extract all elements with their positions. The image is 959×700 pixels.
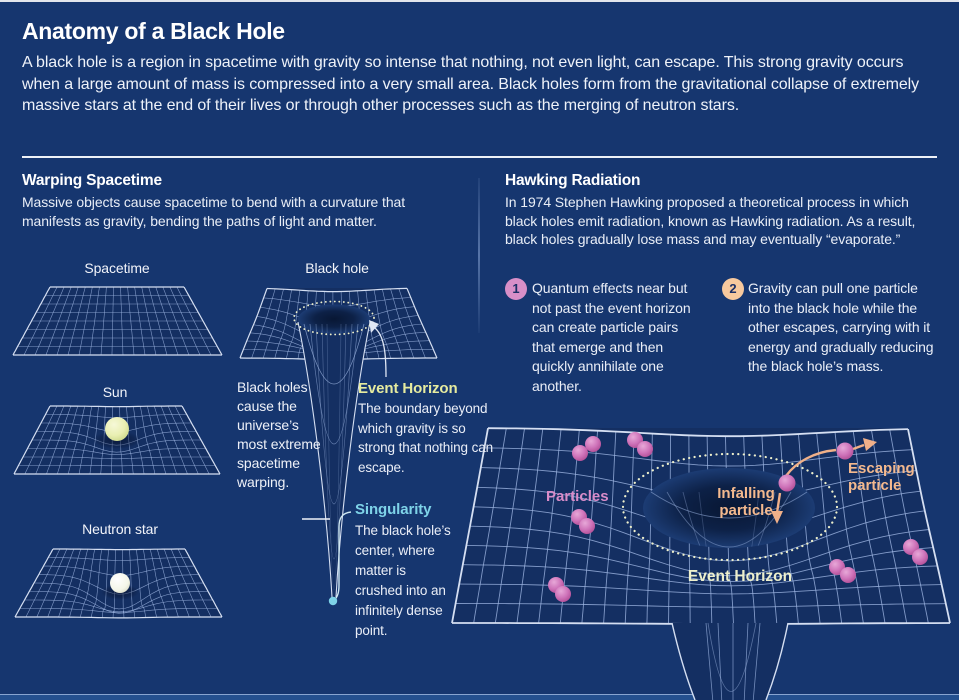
header-divider [22,156,937,158]
event-horizon-body: The boundary beyond which gravity is so … [358,401,494,475]
infalling-particle [778,474,796,492]
singularity-title: Singularity [355,501,432,518]
particle [840,567,856,583]
black-hole-caption: Black holes cause the universe’s most ex… [237,379,321,490]
event-horizon-pointer-line [374,327,387,378]
hawking-funnel-neck [672,623,788,700]
particles-label: Particles [546,488,609,505]
event-horizon-pointer-arrowhead [369,320,379,333]
point-2-text: Gravity can pull one particle into the b… [748,280,934,374]
particle [572,445,588,461]
hawking-hole-mouth [643,468,815,548]
event-horizon-ring-left [293,300,375,336]
intro-text: A black hole is a region in spacetime wi… [22,54,920,114]
infall-arrow [775,492,782,514]
particle [912,549,928,565]
spacetime-label: Spacetime [84,260,150,276]
singularity-dot [328,596,338,606]
escaping-particle-label: Escaping particle [848,460,915,494]
spacetime-grid [12,286,223,356]
black-hole-label: Black hole [305,260,369,276]
particle [829,559,845,575]
black-hole-funnel [298,322,370,597]
column-divider [478,178,480,333]
event-horizon-ring [621,452,839,562]
point-1-number: 1 [512,281,520,296]
page-title: Anatomy of a Black Hole [22,18,285,44]
infall-arrowhead [771,511,783,524]
sun-sphere [105,417,129,441]
escape-arrowhead [863,438,877,451]
footer-bar [0,694,959,700]
neutron-star-sphere [110,573,130,593]
black-hole-mouth [298,304,370,334]
top-edge-strip [0,0,959,2]
warping-heading: Warping Spacetime [22,172,162,189]
point-2-badge: 2 [722,278,744,300]
sun-label: Sun [102,384,128,400]
particle [637,441,653,457]
event-horizon-title: Event Horizon [358,380,458,397]
point-1-text: Quantum effects near but not past the ev… [532,280,691,394]
singularity-body: The black hole’s center, where matter is… [355,523,451,638]
particle [555,586,571,602]
point-1-badge: 1 [505,278,527,300]
particle [585,436,601,452]
infalling-particle-label: Infalling particle [717,485,775,519]
point-2-number: 2 [729,281,737,296]
hawking-heading: Hawking Radiation [505,172,641,189]
escaping-particle [836,442,854,460]
hawking-intro: In 1974 Stephen Hawking proposed a theor… [505,194,916,247]
escape-trajectory [785,448,837,477]
neutron-star-label: Neutron star [82,521,158,537]
particle [579,518,595,534]
escape-arrow [852,443,865,451]
event-horizon-right-label: Event Horizon [687,568,793,585]
singularity-pointer-line [333,511,352,601]
warping-subtext: Massive objects cause spacetime to bend … [22,194,405,229]
